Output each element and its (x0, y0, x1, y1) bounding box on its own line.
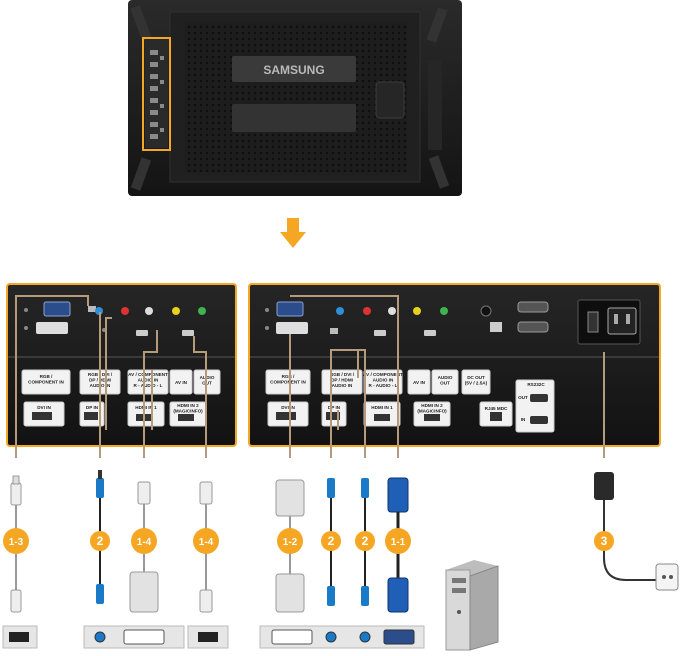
left-port-label-rgb: RGB /COMPONENT IN (28, 374, 64, 384)
brand-logo: SAMSUNG (263, 63, 324, 77)
monitor-back: SAMSUNG (128, 0, 462, 196)
step-badges: 1-3 2 1-4 1-4 1-2 2 2 1-1 3 (3, 528, 614, 554)
right-port-label-hdmi1: HDMI IN 1 (371, 405, 393, 410)
down-arrow-icon (280, 218, 306, 248)
vga-cable (387, 477, 409, 613)
step-badge: 1-1 (385, 528, 411, 554)
right-port-label-dp: DP IN (328, 405, 341, 410)
step-badge-label: 3 (601, 534, 608, 548)
pc-tower-icon (445, 560, 499, 651)
dvi-cable (275, 479, 305, 613)
step-badge-label: 1-4 (137, 537, 152, 548)
step-badge-label: 2 (328, 534, 335, 548)
step-badge-label: 2 (97, 534, 104, 548)
right-port-label-in: IN (521, 417, 526, 422)
right-port-label-hdmi2: HDMI IN 2(MAGICINFO) (417, 403, 447, 413)
left-port-label-avin: AV IN (175, 380, 188, 385)
left-port-label-dvi: DVI IN (37, 405, 51, 410)
cables (10, 470, 679, 613)
right-port-label-avin: AV IN (413, 380, 426, 385)
left-port-label-hdmi1: HDMI IN 1 (135, 405, 157, 410)
step-badge: 1-4 (193, 528, 219, 554)
step-badge: 1-3 (3, 528, 29, 554)
step-badge: 2 (321, 531, 341, 551)
power-cable (594, 472, 679, 591)
step-badge-label: 1-1 (391, 537, 406, 548)
step-badge-label: 1-2 (283, 537, 298, 548)
right-port-label-dvi: DVI IN (281, 405, 295, 410)
left-port-label-hdmi2: HDMI IN 2(MAGICINFO) (173, 403, 203, 413)
step-badge: 1-2 (277, 528, 303, 554)
step-badge-label: 1-4 (199, 537, 214, 548)
port-highlight (142, 37, 171, 151)
device-ports (2, 625, 425, 649)
step-badge-label: 2 (362, 534, 369, 548)
right-port-label-rj45: RJ45 MDC (485, 406, 508, 411)
right-port-label-rgb: RGB /COMPONENT IN (270, 374, 306, 384)
right-port-label-out: OUT (518, 395, 528, 400)
step-badge: 3 (594, 531, 614, 551)
cable-routes (15, 295, 605, 458)
left-port-label-dp: DP IN (86, 405, 99, 410)
step-badge-label: 1-3 (9, 537, 24, 548)
right-port-label-dcout: DC OUT(5V / 2.5A) (465, 375, 488, 385)
step-badge: 2 (90, 531, 110, 551)
step-badge: 2 (355, 531, 375, 551)
right-port-label-rs232c: RS232C (527, 382, 545, 387)
step-badge: 1-4 (131, 528, 157, 554)
